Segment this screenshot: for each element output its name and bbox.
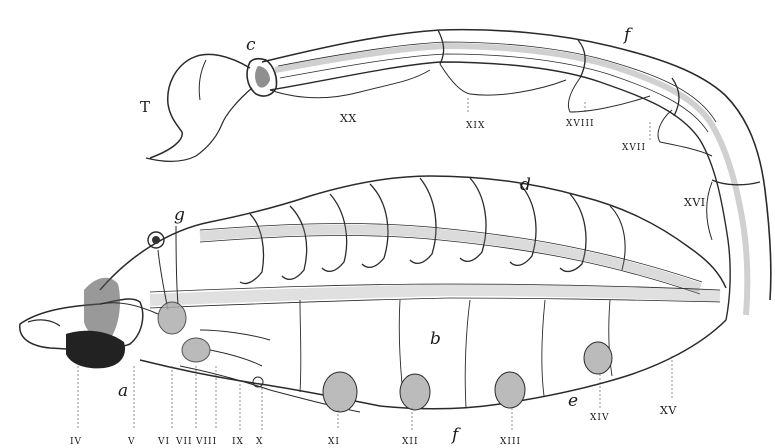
label-XX: XX (340, 112, 357, 125)
label-XII: XII (402, 437, 419, 447)
label-T: T (140, 98, 150, 116)
head-prosoma (20, 278, 158, 369)
label-XIX: XIX (466, 121, 485, 131)
label-VIII: VIII (195, 437, 217, 447)
label-b: b (430, 329, 441, 349)
label-VII: VII (175, 437, 193, 447)
label-XIV: XIV (590, 413, 609, 423)
label-f-bottom: f (450, 425, 461, 445)
label-c: c (246, 35, 256, 55)
label-IV: IV (70, 437, 82, 447)
label-V: V (127, 437, 136, 447)
label-e: e (568, 391, 578, 411)
label-IX: IX (232, 437, 244, 447)
label-XVIII: XVIII (566, 119, 595, 129)
label-XI: XI (328, 437, 340, 447)
body-mesosoma (100, 176, 726, 412)
label-g: g (174, 205, 185, 225)
label-XVI: XVI (684, 196, 706, 209)
label-f-top: f (622, 25, 633, 45)
label-XVII: XVII (622, 143, 646, 153)
label-XIII: XIII (500, 437, 521, 447)
label-XV: XV (660, 404, 677, 417)
label-VI: VI (157, 437, 170, 447)
label-a: a (118, 381, 128, 401)
label-d: d (520, 175, 531, 195)
label-X: X (256, 437, 263, 447)
